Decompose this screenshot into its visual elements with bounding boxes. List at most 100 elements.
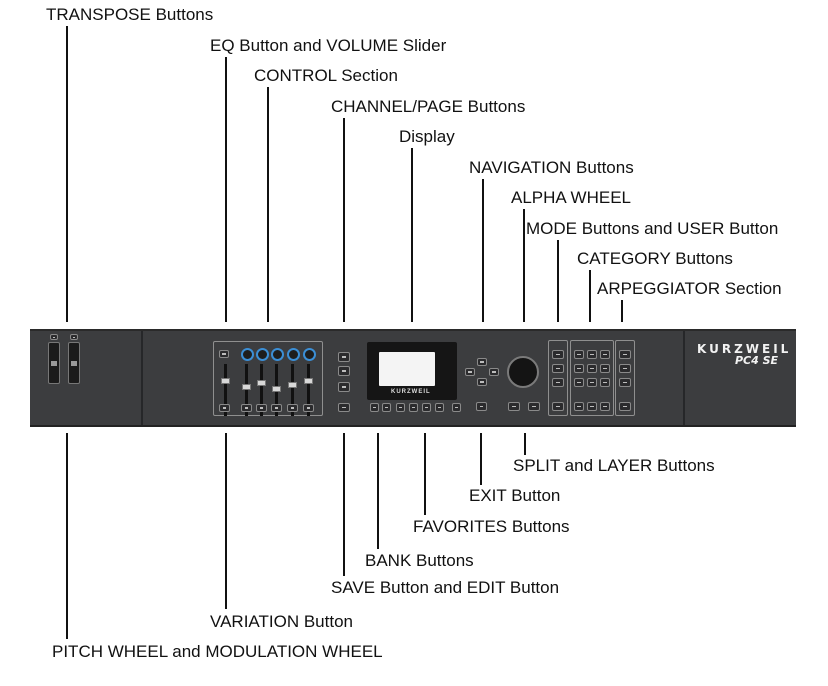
control-button[interactable] — [271, 404, 282, 412]
page-button[interactable] — [338, 382, 350, 392]
leader-category — [589, 270, 591, 322]
leader-transpose — [66, 26, 68, 322]
transpose-up-button[interactable] — [70, 334, 78, 340]
display-logo: KURZWEIL — [391, 389, 431, 395]
label-exit-button: EXIT Button — [469, 486, 561, 505]
category-button[interactable] — [587, 402, 597, 411]
favorite-button[interactable] — [409, 403, 418, 412]
leader-arpeggiator — [621, 300, 623, 322]
label-category-buttons: CATEGORY Buttons — [577, 249, 733, 268]
leader-exit — [480, 433, 482, 485]
user-button[interactable] — [552, 402, 564, 411]
leader-favorites — [424, 433, 426, 515]
category-section-box — [570, 340, 614, 416]
category-button[interactable] — [574, 364, 584, 373]
variation-button[interactable] — [219, 404, 230, 412]
category-button[interactable] — [587, 364, 597, 373]
category-button[interactable] — [600, 378, 610, 387]
control-knob[interactable] — [256, 348, 269, 361]
favorite-button[interactable] — [435, 403, 444, 412]
label-split-layer-buttons: SPLIT and LAYER Buttons — [513, 456, 715, 475]
pitch-wheel[interactable] — [48, 342, 60, 384]
nav-up-button[interactable] — [477, 358, 487, 366]
control-knob[interactable] — [271, 348, 284, 361]
leader-channel-page — [343, 118, 345, 322]
arpeggiator-button[interactable] — [619, 378, 631, 387]
model-name: PC4 SE — [735, 354, 779, 367]
label-mode-user-buttons: MODE Buttons and USER Button — [526, 219, 779, 238]
favorite-button[interactable] — [396, 403, 405, 412]
category-button[interactable] — [587, 350, 597, 359]
mode-button[interactable] — [552, 350, 564, 359]
leader-eq-volume — [225, 57, 227, 322]
category-button[interactable] — [600, 364, 610, 373]
control-slider[interactable] — [272, 386, 281, 392]
layer-button[interactable] — [528, 402, 540, 411]
nav-right-button[interactable] — [489, 368, 499, 376]
label-control-section: CONTROL Section — [254, 66, 398, 85]
channel-down-button[interactable] — [338, 366, 350, 376]
mode-section-box — [548, 340, 568, 416]
control-slider[interactable] — [304, 378, 313, 384]
control-slider-track — [260, 364, 263, 416]
display-screen — [379, 352, 435, 386]
volume-slider-track — [224, 364, 227, 416]
leader-control — [267, 87, 269, 322]
label-variation-button: VARIATION Button — [210, 612, 353, 631]
control-knob[interactable] — [241, 348, 254, 361]
control-slider[interactable] — [257, 380, 266, 386]
brand-logo: KURZWEIL — [697, 342, 792, 356]
category-button[interactable] — [574, 402, 584, 411]
leader-split-layer — [524, 433, 526, 455]
category-button[interactable] — [600, 402, 610, 411]
category-button[interactable] — [587, 378, 597, 387]
save-button[interactable] — [338, 403, 350, 412]
control-knob[interactable] — [287, 348, 300, 361]
leader-save-edit — [343, 433, 345, 576]
bank-button[interactable] — [382, 403, 391, 412]
mode-button[interactable] — [552, 364, 564, 373]
label-alpha-wheel: ALPHA WHEEL — [511, 188, 631, 207]
category-button[interactable] — [574, 350, 584, 359]
control-slider[interactable] — [242, 384, 251, 390]
label-navigation-buttons: NAVIGATION Buttons — [469, 158, 634, 177]
control-slider-track — [245, 364, 248, 416]
label-arpeggiator-section: ARPEGGIATOR Section — [597, 279, 782, 298]
bank-button[interactable] — [370, 403, 379, 412]
exit-button[interactable] — [476, 402, 487, 411]
volume-slider[interactable] — [221, 378, 230, 384]
leader-alpha-wheel — [523, 209, 525, 322]
control-knob[interactable] — [303, 348, 316, 361]
mode-button[interactable] — [552, 378, 564, 387]
label-pitch-mod-wheel: PITCH WHEEL and MODULATION WHEEL — [52, 642, 383, 661]
favorite-button[interactable] — [422, 403, 431, 412]
label-display: Display — [399, 127, 455, 146]
panel-divider — [683, 331, 685, 425]
control-button[interactable] — [287, 404, 298, 412]
control-button[interactable] — [256, 404, 267, 412]
transpose-down-button[interactable] — [50, 334, 58, 340]
edit-button[interactable] — [452, 403, 461, 412]
category-button[interactable] — [574, 378, 584, 387]
channel-up-button[interactable] — [338, 352, 350, 362]
leader-variation — [225, 433, 227, 609]
arpeggiator-button[interactable] — [619, 402, 631, 411]
modulation-wheel[interactable] — [68, 342, 80, 384]
category-button[interactable] — [600, 350, 610, 359]
arpeggiator-button[interactable] — [619, 364, 631, 373]
control-button[interactable] — [241, 404, 252, 412]
panel-divider — [141, 331, 143, 425]
split-button[interactable] — [508, 402, 520, 411]
control-slider-track — [291, 364, 294, 416]
arpeggiator-button[interactable] — [619, 350, 631, 359]
arpeggiator-section-box — [615, 340, 635, 416]
control-slider[interactable] — [288, 382, 297, 388]
label-channel-page-buttons: CHANNEL/PAGE Buttons — [331, 97, 526, 116]
control-button[interactable] — [303, 404, 314, 412]
eq-button[interactable] — [219, 350, 229, 358]
nav-left-button[interactable] — [465, 368, 475, 376]
leader-mode-user — [557, 240, 559, 322]
nav-down-button[interactable] — [477, 378, 487, 386]
label-eq-volume: EQ Button and VOLUME Slider — [210, 36, 447, 55]
alpha-wheel[interactable] — [507, 356, 539, 388]
